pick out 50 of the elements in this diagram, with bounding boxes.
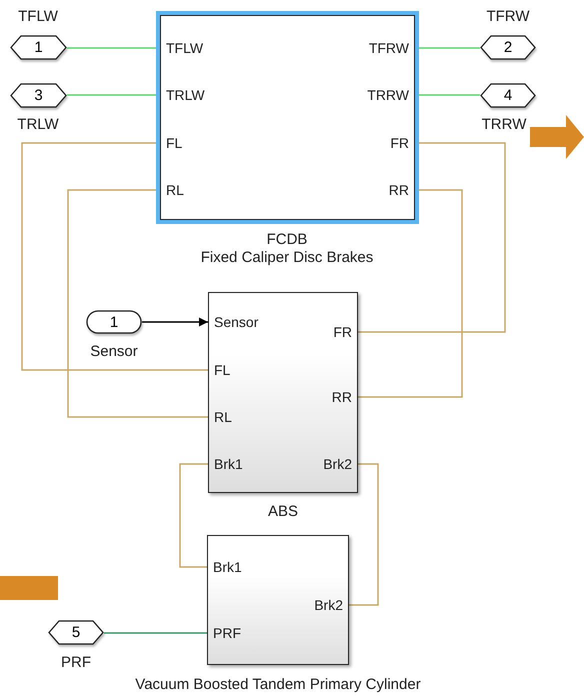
- port-label: TRRW: [367, 87, 409, 103]
- block-name: Sensor: [90, 343, 138, 360]
- port-label: Sensor: [214, 314, 258, 330]
- port-hexagon: [480, 35, 536, 60]
- port-hexagon: [48, 620, 104, 645]
- port-number: 5: [70, 623, 82, 643]
- port-number: 1: [33, 38, 44, 58]
- port-number: 1: [108, 312, 120, 332]
- port-label: FL: [166, 135, 182, 151]
- port-label: RL: [214, 409, 232, 425]
- connection-line: [179, 463, 208, 568]
- block-name: TFLW: [18, 8, 58, 25]
- connection-line: [349, 463, 379, 606]
- block-name: TRLW: [17, 116, 59, 133]
- signal-arrow: [142, 318, 208, 326]
- block-name: ABS: [268, 503, 298, 520]
- port-number: 4: [502, 86, 514, 106]
- port-label: Brk2: [314, 597, 343, 613]
- connection-line: [358, 189, 463, 398]
- block-name: PRF: [61, 654, 91, 671]
- block-name: TRRW: [482, 116, 526, 133]
- port-number: 3: [33, 86, 44, 106]
- connection-line: [67, 189, 208, 418]
- block-name: FCDB: [266, 231, 308, 248]
- port-label: RL: [166, 182, 184, 198]
- port-label: TRLW: [166, 87, 205, 103]
- port-hexagon: [10, 35, 67, 60]
- connection-line: [358, 142, 506, 333]
- port-hexagon: [480, 83, 536, 108]
- port-label: Brk1: [214, 456, 243, 472]
- port-label: Brk1: [213, 559, 242, 575]
- subsystem-block: [207, 535, 349, 665]
- block-name: TFRW: [486, 8, 530, 25]
- block-name: Vacuum Boosted Tandem Primary Cylinder: [135, 676, 421, 693]
- port-label: RR: [388, 182, 409, 198]
- port-label: FR: [390, 135, 409, 151]
- connection-line: [21, 142, 208, 371]
- block-name: Fixed Caliper Disc Brakes: [200, 249, 374, 266]
- inport-block: [86, 310, 142, 334]
- connection-line: [104, 632, 207, 634]
- port-hexagon: [10, 83, 67, 108]
- subsystem-block: [208, 292, 358, 493]
- port-label: FL: [214, 362, 230, 378]
- port-label: FR: [333, 324, 352, 340]
- port-label: TFRW: [368, 40, 409, 56]
- port-label: PRF: [213, 625, 241, 641]
- port-number: 2: [502, 38, 514, 58]
- port-label: RR: [332, 389, 352, 405]
- port-label: TFLW: [166, 40, 204, 56]
- port-label: Brk2: [323, 456, 352, 472]
